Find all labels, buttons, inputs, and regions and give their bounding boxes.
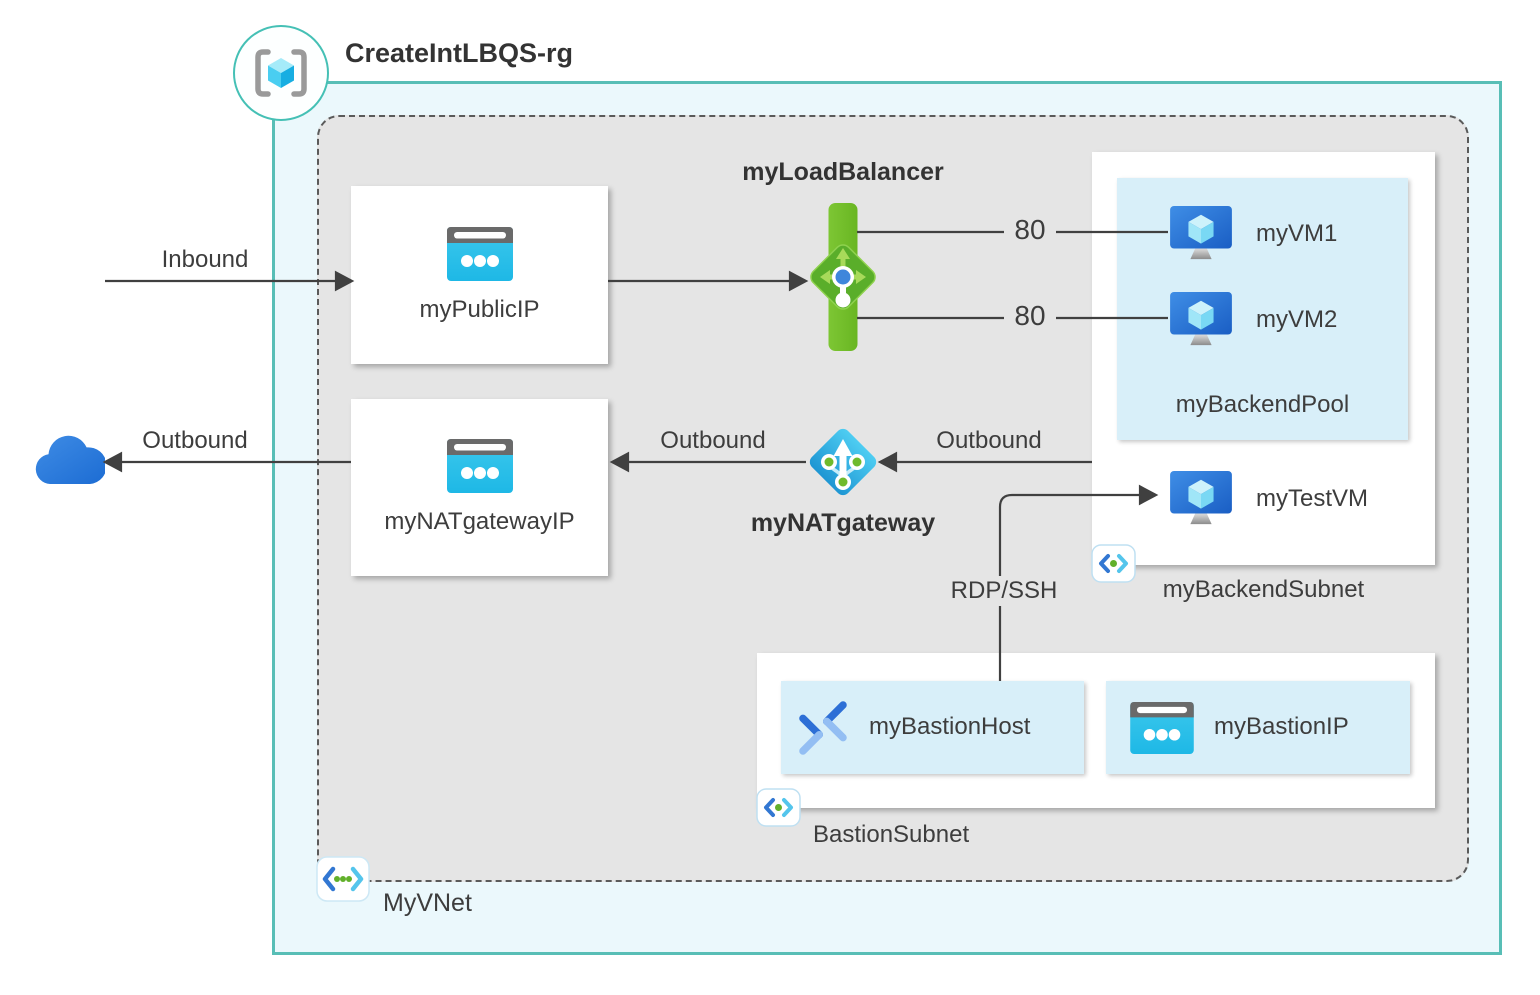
vm2-icon — [1170, 292, 1232, 346]
port-80-label-vm1: 80 — [1014, 214, 1046, 245]
bastion-subnet-label: BastionSubnet — [813, 821, 970, 848]
backend-pool-label: myBackendPool — [1175, 391, 1350, 418]
outbound-subnet-label: Outbound — [936, 427, 1042, 454]
rdp-ssh-label: RDP/SSH — [930, 576, 1078, 606]
backend-subnet-icon — [1091, 544, 1136, 583]
bastion-host-card: myBastionHost — [781, 681, 1084, 774]
test-vm-row: myTestVM — [1170, 471, 1368, 527]
public-ip-icon — [446, 226, 513, 281]
outbound-nat-ip-label: Outbound — [660, 427, 766, 454]
backend-subnet-label: myBackendSubnet — [1162, 576, 1365, 603]
nat-gateway-ip-label: myNATgatewayIP — [384, 508, 575, 536]
nat-gateway-label: myNATgateway — [750, 509, 936, 537]
resource-group-badge — [233, 25, 329, 121]
resource-group-icon — [255, 49, 307, 97]
load-balancer-label: myLoadBalancer — [742, 158, 944, 186]
backend-pool-card — [1117, 178, 1408, 440]
load-balancer-icon — [810, 203, 876, 351]
vnet-icon — [316, 856, 370, 902]
bastion-ip-card: myBastionIP — [1106, 681, 1410, 774]
inbound-label: Inbound — [161, 246, 249, 273]
vm2-label: myVM2 — [1256, 305, 1338, 333]
nat-gateway-ip-card: myNATgatewayIP — [351, 399, 608, 576]
vm2-row: myVM2 — [1170, 292, 1337, 348]
public-ip-card: myPublicIP — [351, 186, 608, 364]
vm1-icon — [1170, 206, 1232, 260]
cloud-icon — [35, 435, 105, 484]
outbound-internet-label: Outbound — [142, 427, 248, 454]
vm1-label: myVM1 — [1256, 219, 1338, 247]
nat-gateway-icon — [809, 428, 877, 496]
vnet-label: MyVNet — [383, 889, 472, 917]
bastion-subnet-icon — [756, 788, 801, 827]
resource-group-title: CreateIntLBQS-rg — [345, 38, 574, 68]
vm1-row: myVM1 — [1170, 206, 1337, 262]
test-vm-icon — [1170, 471, 1232, 525]
nat-gateway-ip-icon — [446, 439, 513, 494]
public-ip-label: myPublicIP — [419, 295, 540, 323]
bastion-ip-icon — [1130, 701, 1194, 754]
bastion-ip-label: myBastionIP — [1214, 713, 1349, 741]
port-80-label-vm2: 80 — [1014, 300, 1046, 331]
bastion-host-icon — [799, 700, 847, 755]
bastion-host-label: myBastionHost — [869, 713, 1031, 741]
test-vm-label: myTestVM — [1256, 484, 1369, 512]
